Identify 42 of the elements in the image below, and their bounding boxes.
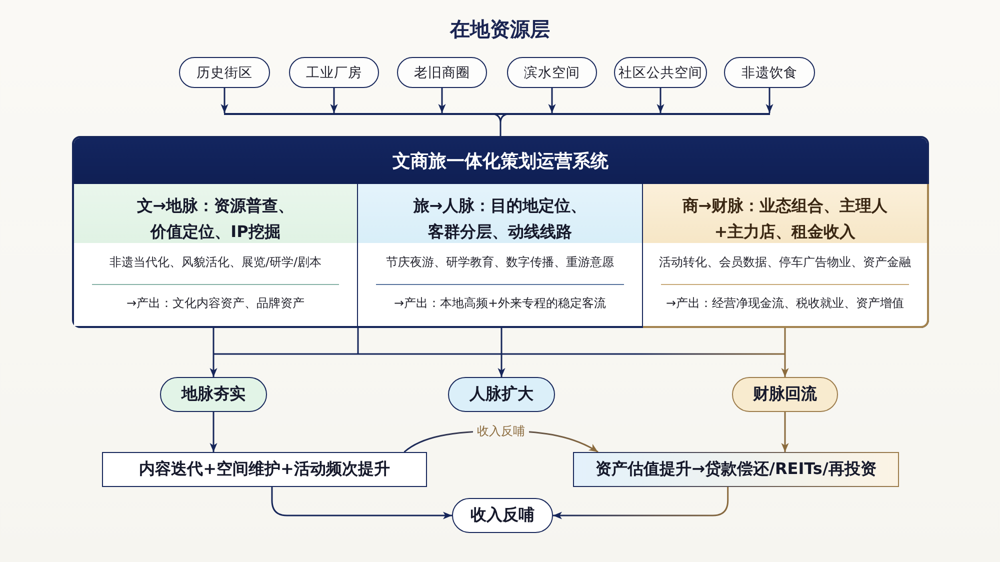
output-text: →产出：文化内容资产、品牌资产 [126, 295, 305, 312]
outcome-pill: 财脉回流 [732, 377, 838, 412]
system-box [72, 136, 929, 328]
column-heading: 旅→人脉：目的地定位、客群分层、动线线路 [358, 184, 642, 243]
header-bar: 文商旅一体化策划运营系统 [74, 138, 927, 184]
arrow [548, 88, 556, 113]
edge-label: 收入反哺 [473, 423, 530, 439]
body-text: 非遗当代化、风貌活化、展览/研学/剧本 [109, 254, 322, 271]
resource-pill: 非遗饮食 [724, 57, 815, 88]
column-panel [643, 184, 929, 328]
resource-pill: 老旧商圈 [397, 57, 487, 88]
connector-line [212, 327, 786, 355]
resource-pill: 工业厂房 [289, 57, 379, 88]
arrow [210, 412, 218, 452]
arrow [220, 88, 228, 113]
column-panel [74, 184, 358, 326]
title: 在地资源层 [450, 16, 550, 43]
process-box: 内容迭代+空间维护+活动频次提升 [102, 452, 427, 487]
output-text: →产出：经营净现金流、税收就业、资产增值 [666, 295, 904, 312]
arrow [210, 326, 218, 377]
feedback-pill: 收入反哺 [452, 498, 553, 533]
column-panel [358, 184, 643, 326]
curved-arrow [553, 487, 729, 520]
outcome-pill: 人脉扩大 [448, 377, 555, 412]
arrow [781, 412, 789, 452]
resource-pill: 滨水空间 [507, 57, 597, 88]
arrow [766, 88, 774, 113]
arrow [656, 88, 664, 113]
output-text: →产出：本地高频+外来专程的稳定客流 [394, 295, 606, 312]
arrow [438, 88, 446, 113]
arrow [330, 88, 338, 113]
resource-pill: 历史街区 [179, 57, 270, 88]
arrow [498, 326, 506, 377]
column-heading: 商→财脉：业态组合、主理人+主力店、租金收入 [643, 184, 927, 243]
curved-arrow [271, 487, 452, 520]
outcome-pill: 地脉夯实 [160, 377, 267, 412]
arrow [781, 328, 789, 377]
body-text: 节庆夜游、研学教育、数字传播、重游意愿 [386, 254, 614, 271]
process-box: 资产估值提升→贷款偿还/REITs/再投资 [573, 452, 899, 487]
body-text: 活动转化、会员数据、停车广告物业、资产金融 [659, 254, 911, 271]
resource-pill: 社区公共空间 [614, 57, 707, 88]
column-heading: 文→地脉：资源普查、价值定位、IP挖掘 [74, 184, 357, 243]
